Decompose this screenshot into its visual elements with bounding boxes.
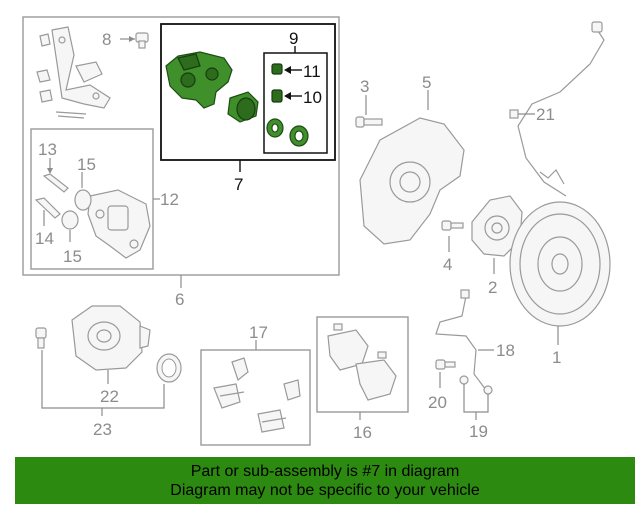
banjo-bolt-20 <box>435 359 456 370</box>
banner-line-2: Diagram may not be specific to your vehi… <box>170 482 480 499</box>
bolt-8 <box>135 32 149 49</box>
callout-15b: 15 <box>63 247 82 266</box>
guide-pin-13 <box>42 173 69 193</box>
brake-disc-1 <box>509 201 611 327</box>
callout-4: 4 <box>443 255 452 274</box>
brake-hose-18 <box>435 289 487 391</box>
callout-9: 9 <box>289 29 298 48</box>
callout-16: 16 <box>353 423 372 442</box>
callout-1: 1 <box>552 348 561 367</box>
bolt-3 <box>355 116 383 128</box>
caliper-bracket-12 <box>87 189 151 259</box>
boot-15-upper <box>74 189 92 211</box>
guide-pin-14 <box>34 197 61 219</box>
callout-18: 18 <box>496 341 515 360</box>
callout-22: 22 <box>100 387 119 406</box>
callout-10: 10 <box>303 88 322 107</box>
callout-15a: 15 <box>77 155 96 174</box>
caliper-seals <box>266 118 309 147</box>
pad-clips-17 <box>213 357 301 433</box>
callout-12: 12 <box>160 190 179 209</box>
callout-6: 6 <box>175 290 184 309</box>
bleeder-screw-11 <box>271 63 283 75</box>
bolt-4 <box>441 220 464 231</box>
bleeder-cap-10 <box>271 89 283 103</box>
callout-11: 11 <box>303 62 321 81</box>
callout-7: 7 <box>234 175 243 194</box>
callout-17: 17 <box>249 323 268 342</box>
abs-sensor-wire-21 <box>509 21 605 197</box>
washers-19 <box>459 375 493 395</box>
callout-5: 5 <box>422 73 431 92</box>
bolt-23 <box>35 327 47 349</box>
callout-23: 23 <box>93 420 112 439</box>
callout-13: 13 <box>38 140 57 159</box>
brake-caliper-assembly <box>165 51 259 123</box>
bracket-parts-top-left <box>36 26 111 119</box>
actuator-22 <box>71 305 151 371</box>
callout-20: 20 <box>428 393 447 412</box>
callout-2: 2 <box>488 278 497 297</box>
seal-ring <box>156 353 182 383</box>
callout-3: 3 <box>360 77 369 96</box>
dust-shield-5 <box>359 117 465 245</box>
callout-8: 8 <box>102 30 111 49</box>
group-7-box <box>160 23 336 161</box>
info-banner: Part or sub-assembly is #7 in diagram Di… <box>15 457 635 504</box>
callout-19: 19 <box>469 422 488 441</box>
group-16-box <box>316 316 409 413</box>
brake-pads-16 <box>327 323 397 401</box>
callout-21: 21 <box>536 105 555 124</box>
callout-14: 14 <box>35 229 54 248</box>
boot-15-lower <box>61 210 79 230</box>
banner-line-1: Part or sub-assembly is #7 in diagram <box>190 463 460 480</box>
